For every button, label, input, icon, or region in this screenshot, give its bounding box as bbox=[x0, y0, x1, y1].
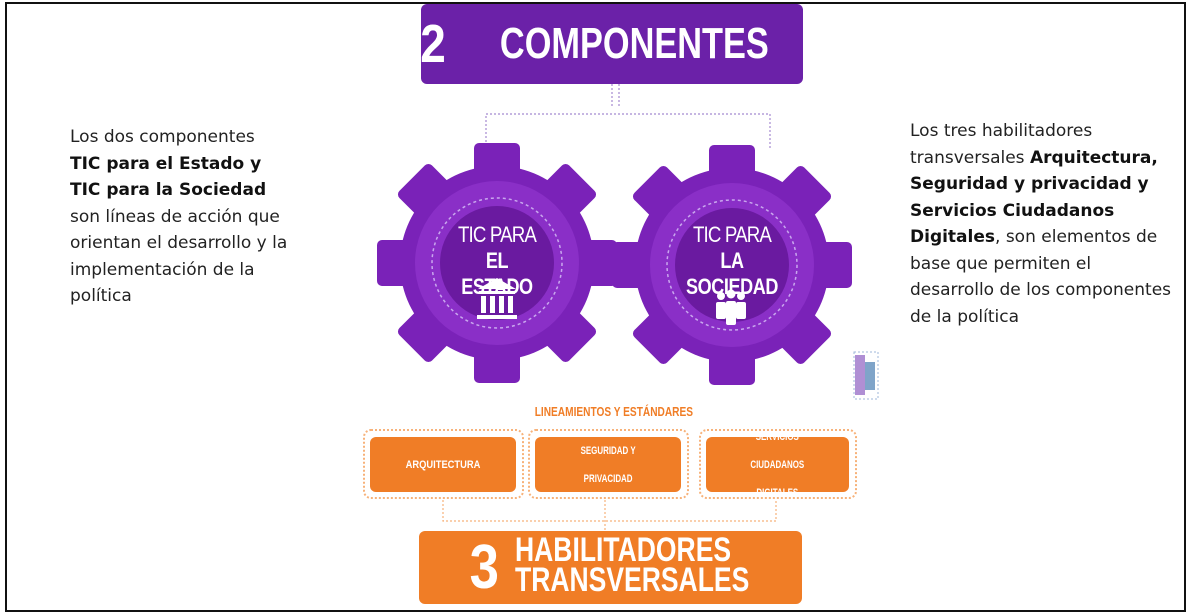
enabler-services-line1: SERVICIOS bbox=[755, 430, 800, 443]
right-text-line1: Los tres habilitadores transversales bbox=[910, 121, 1093, 168]
gear-left-label: TIC PARA EL ESTADO bbox=[447, 222, 547, 300]
enabler-outline-2 bbox=[528, 429, 689, 499]
right-text-rest: , son elementos de base que permiten el … bbox=[910, 227, 1172, 327]
decorative-mark bbox=[853, 351, 879, 400]
right-description: Los tres habilitadores transversales Arq… bbox=[910, 118, 1180, 330]
top-connector bbox=[485, 84, 771, 150]
left-text-bold2: TIC para la Sociedad bbox=[70, 180, 267, 200]
enabler-security-line2: PRIVACIDAD bbox=[583, 472, 633, 485]
left-text-line1: Los dos componentes bbox=[70, 127, 255, 147]
enabler-outline-1 bbox=[363, 429, 524, 499]
left-text-bold1: TIC para el Estado y bbox=[70, 153, 262, 174]
enabler-services-line3: DIGITALES bbox=[756, 486, 799, 499]
enablers-label-line1: HABILITADORES bbox=[515, 531, 732, 569]
lineamientos-label: LINEAMIENTOS Y ESTÁNDARES bbox=[534, 404, 694, 419]
gear-right-shape bbox=[612, 145, 852, 385]
enablers-title: 3 HABILITADORES TRANSVERSALES bbox=[419, 531, 802, 604]
gear-left-shape bbox=[377, 143, 617, 383]
left-description: Los dos componentes TIC para el Estado y… bbox=[70, 124, 310, 310]
enablers-label: HABILITADORES TRANSVERSALES bbox=[515, 531, 750, 599]
gear-left-bottom-text: EL ESTADO bbox=[461, 248, 533, 299]
gear-right-bottom-text: LA SOCIEDAD bbox=[686, 248, 778, 299]
slide-frame bbox=[5, 2, 1186, 612]
people-group-icon bbox=[716, 289, 746, 325]
government-building-icon bbox=[477, 278, 517, 319]
gear-left-top-text: TIC PARA bbox=[457, 222, 537, 247]
enablers-label-line2: TRANSVERSALES bbox=[515, 561, 750, 599]
components-number: 2 bbox=[419, 14, 446, 74]
enabler-services-line2: CIUDADANOS bbox=[750, 458, 805, 471]
enabler-architecture-label: ARQUITECTURA bbox=[405, 458, 481, 471]
enabler-digital-services: SERVICIOS CIUDADANOS DIGITALES bbox=[706, 431, 849, 499]
enabler-outline-3 bbox=[699, 429, 857, 499]
components-title: 2 COMPONENTES bbox=[419, 4, 803, 84]
gear-right-top-text: TIC PARA bbox=[692, 222, 772, 247]
right-text-bold: Arquitectura, Seguridad y privacidad y S… bbox=[910, 147, 1158, 248]
enabler-security-line1: SEGURIDAD Y bbox=[580, 444, 636, 457]
components-label: COMPONENTES bbox=[499, 19, 769, 68]
enablers-number: 3 bbox=[469, 533, 499, 602]
enabler-architecture: ARQUITECTURA bbox=[370, 437, 516, 492]
enabler-security: SEGURIDAD Y PRIVACIDAD bbox=[535, 437, 681, 492]
bottom-connector bbox=[442, 500, 777, 531]
left-text-rest: son líneas de acción que orientan el des… bbox=[70, 206, 288, 307]
gear-right-label: TIC PARA LA SOCIEDAD bbox=[672, 222, 792, 300]
